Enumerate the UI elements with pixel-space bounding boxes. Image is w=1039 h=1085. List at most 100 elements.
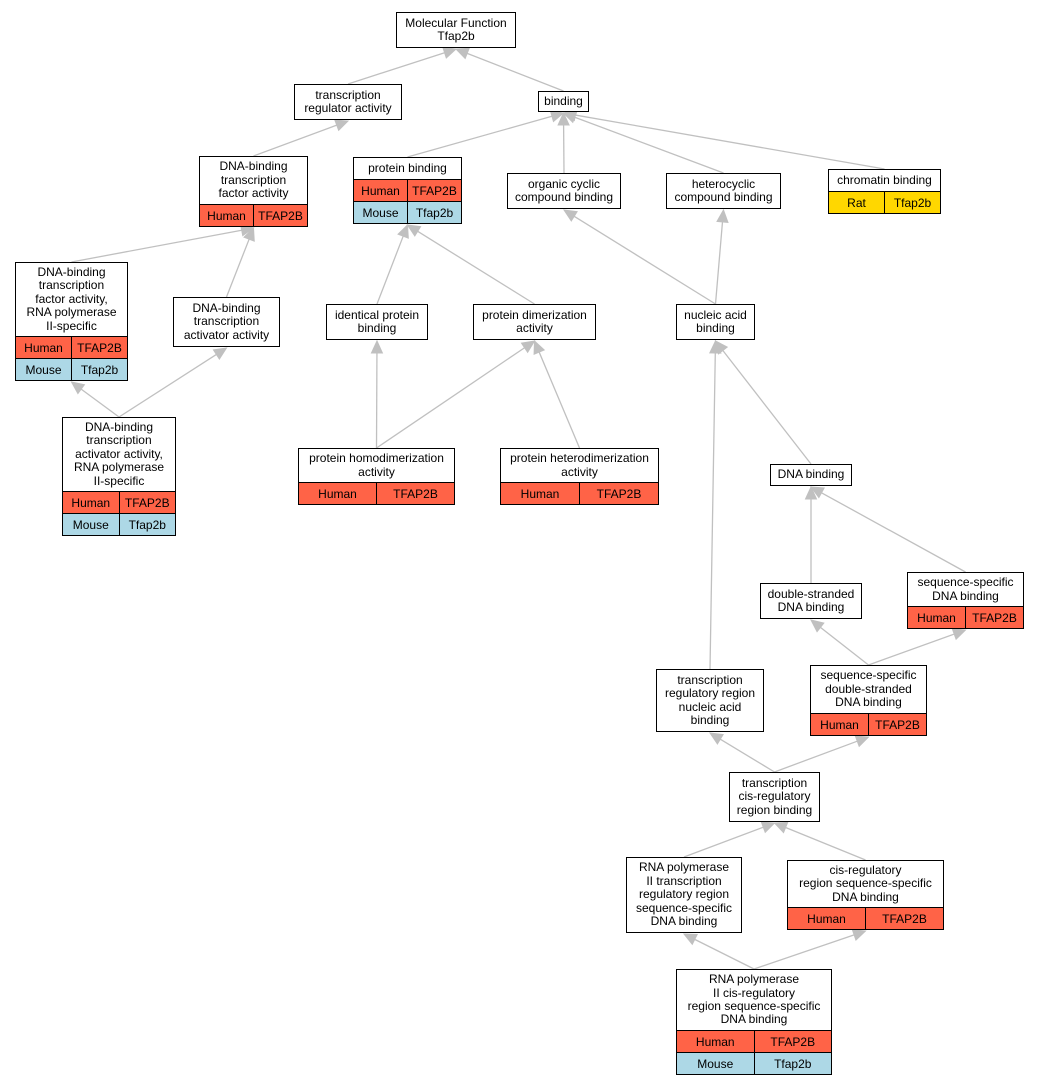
go-term-label: transcription regulatory region nucleic … [664,672,756,727]
annotation-row-mouse: Mouse Tfap2b [354,201,461,223]
arrowhead-dbtaa2-to-dbtaa [212,347,228,361]
edge-dbtfa-to-tra [253,124,337,157]
go-term-node-dbtfa2[interactable]: DNA-binding transcription factor activit… [15,262,128,381]
arrowhead-trrnab-to-nab [709,339,722,354]
edge-hcb-to-bind [574,116,724,174]
arrowhead-tra-to-mf [442,46,458,59]
edge-crrss-to-tcrrb [785,826,866,861]
go-term-node-rnap2trr[interactable]: RNA polymerase II transcription regulato… [626,857,742,933]
go-term-label: identical protein binding [334,307,420,335]
annotation-row-human: Human TFAP2B [677,1030,831,1052]
go-term-node-bind[interactable]: binding [538,91,589,112]
gene-cell: Tfap2b [884,192,940,213]
species-cell: Mouse [362,205,399,220]
gene-cell: TFAP2B [753,1031,832,1052]
edge-dbtaa-to-dbtfa [225,238,250,298]
go-term-node-dnab[interactable]: DNA binding [770,464,852,486]
go-term-label: DNA-binding transcription activator acti… [73,419,165,488]
go-term-node-hcb[interactable]: heterocyclic compound binding [666,173,781,209]
annotation-row-human: Human TFAP2B [16,336,127,358]
go-term-node-tra[interactable]: transcription regulator activity [294,84,402,120]
go-term-node-crrss[interactable]: cis-regulatory region sequence-specific … [787,860,944,930]
go-term-node-occb[interactable]: organic cyclic compound binding [507,173,621,209]
go-term-node-trrnab[interactable]: transcription regulatory region nucleic … [656,669,764,732]
species-cell: Human [695,1034,735,1049]
go-term-label: transcription regulator activity [304,87,392,115]
go-term-label: RNA polymerase II cis-regulatory region … [687,972,821,1027]
edge-phda-to-pda [376,347,525,449]
go-term-label: transcription cis-regulatory region bind… [736,775,813,817]
go-term-node-dbtaa[interactable]: DNA-binding transcription activator acti… [173,297,280,347]
go-term-label: DNA-binding transcription factor activit… [26,264,117,333]
edge-bind-to-mf [466,52,564,92]
arrowhead-rnap2crr-to-rnap2trr [682,933,698,946]
edge-pda-to-pb [417,230,535,305]
arrowhead-rnap2trr-to-tcrrb [760,821,776,834]
go-term-label: nucleic acid binding [684,307,747,335]
edge-nab-to-hcb [714,221,724,305]
species-cell: Mouse [72,517,109,532]
annotation-row-human: Human TFAP2B [200,204,307,226]
go-term-node-dbtaa2[interactable]: DNA-binding transcription activator acti… [62,417,176,536]
gene-cell: Tfap2b [118,514,176,535]
edge-pb-to-bind [407,115,553,158]
gene-cell: TFAP2B [71,337,127,358]
edge-ssdsdna-to-dsdna [820,626,869,666]
gene-cell: Tfap2b [407,202,461,223]
edge-tra-to-mf [347,52,445,85]
go-term-node-dsdna[interactable]: double-stranded DNA binding [760,583,862,619]
go-term-label: protein heterodimerization activity [510,451,649,479]
species-cell: Human [318,486,357,501]
species-cell: Human [71,495,111,510]
edge-rnap2trr-to-tcrrb [683,826,764,858]
edge-dbtaa2-to-dbtaa [118,353,217,418]
go-term-node-mf[interactable]: Molecular Function Tfap2b [396,12,516,48]
edge-chb-to-bind [575,114,885,170]
go-term-label: cis-regulatory region sequence-specific … [799,862,932,904]
arrowhead-dbtfa-to-tra [334,119,350,132]
arrowhead-dsdna-to-dnab [804,485,818,500]
go-term-label: DNA binding [777,467,845,482]
go-term-node-nab[interactable]: nucleic acid binding [676,304,755,340]
gene-cell: TFAP2B [253,205,307,226]
go-term-node-pda[interactable]: protein dimerization activity [473,304,596,340]
edge-tcrrb-to-ssdsdna [774,740,858,773]
arrowhead-ssdsdna-to-ssdna [951,628,967,641]
edge-dnab-to-nab [722,350,812,465]
species-cell: Human [24,340,63,355]
species-cell: Human [207,208,246,223]
go-term-label: binding [544,93,583,108]
gene-cell: TFAP2B [579,483,658,504]
go-term-node-ipb[interactable]: identical protein binding [326,304,428,340]
arrowhead-crrss-to-tcrrb [773,821,789,834]
edge-rnap2crr-to-crrss [753,934,855,970]
go-term-label: protein dimerization activity [482,307,587,335]
edge-ssdsdna-to-ssdna [868,633,955,666]
species-cell: Human [820,717,859,732]
annotation-row-mouse: Mouse Tfap2b [63,513,175,535]
go-term-node-tcrrb[interactable]: transcription cis-regulatory region bind… [729,772,820,822]
edge-trrnab-to-nab [709,352,716,670]
go-term-node-dbtfa[interactable]: DNA-binding transcription factor activit… [199,156,308,227]
arrowhead-bind-to-mf [454,47,470,60]
gene-cell: TFAP2B [407,180,461,201]
arrowhead-ssdsdna-to-dsdna [810,619,825,633]
arrowhead-occb-to-bind [557,111,570,126]
go-term-node-rnap2crr[interactable]: RNA polymerase II cis-regulatory region … [676,969,832,1075]
go-term-node-ssdsdna[interactable]: sequence-specific double-stranded DNA bi… [810,665,927,736]
edge-rnap2crr-to-rnap2trr [694,938,755,970]
edge-tcrrb-to-trrnab [719,738,775,773]
gene-cell: Tfap2b [71,359,127,380]
